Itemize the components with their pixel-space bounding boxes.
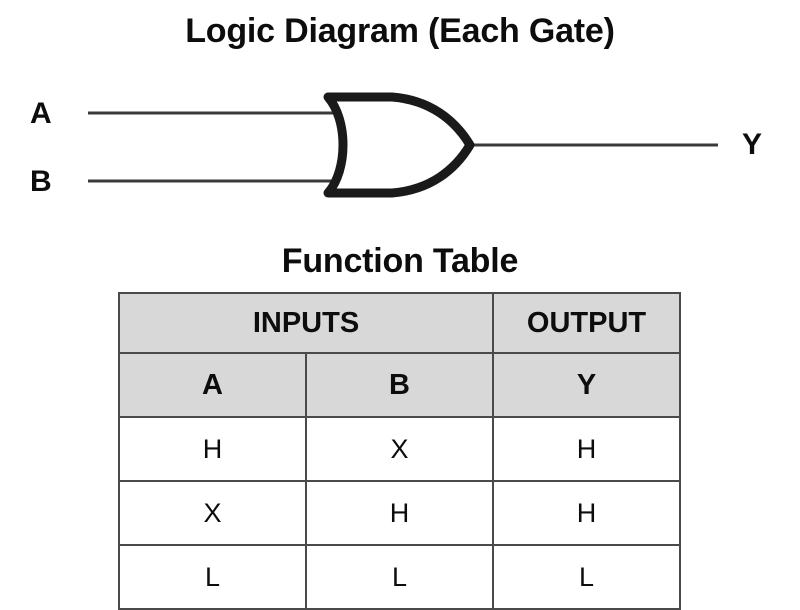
cell-a: H bbox=[118, 416, 307, 482]
cell-y: L bbox=[492, 544, 681, 610]
function-table: INPUTS OUTPUT A B Y H X H X H H L L L bbox=[118, 292, 681, 610]
input-label-a: A bbox=[30, 97, 52, 130]
column-header-a: A bbox=[118, 352, 307, 418]
or-gate-body bbox=[323, 92, 475, 198]
column-header-b: B bbox=[305, 352, 494, 418]
group-header-inputs: INPUTS bbox=[118, 292, 494, 354]
output-label-y: Y bbox=[742, 128, 763, 161]
table-column-header-row: A B Y bbox=[118, 352, 681, 418]
column-header-y: Y bbox=[492, 352, 681, 418]
cell-b: X bbox=[305, 416, 494, 482]
table-row: L L L bbox=[118, 544, 681, 610]
cell-b: L bbox=[305, 544, 494, 610]
group-header-output: OUTPUT bbox=[492, 292, 681, 354]
cell-a: L bbox=[118, 544, 307, 610]
table-group-header-row: INPUTS OUTPUT bbox=[118, 292, 681, 354]
table-row: X H H bbox=[118, 480, 681, 546]
diagram-title: Logic Diagram (Each Gate) bbox=[185, 12, 615, 50]
or-gate-drawing bbox=[88, 92, 718, 198]
cell-a: X bbox=[118, 480, 307, 546]
function-table-title: Function Table bbox=[281, 242, 519, 280]
input-label-b: B bbox=[30, 165, 52, 198]
cell-y: H bbox=[492, 416, 681, 482]
logic-diagram: A B Y bbox=[0, 70, 800, 230]
cell-b: H bbox=[305, 480, 494, 546]
cell-y: H bbox=[492, 480, 681, 546]
table-row: H X H bbox=[118, 416, 681, 482]
